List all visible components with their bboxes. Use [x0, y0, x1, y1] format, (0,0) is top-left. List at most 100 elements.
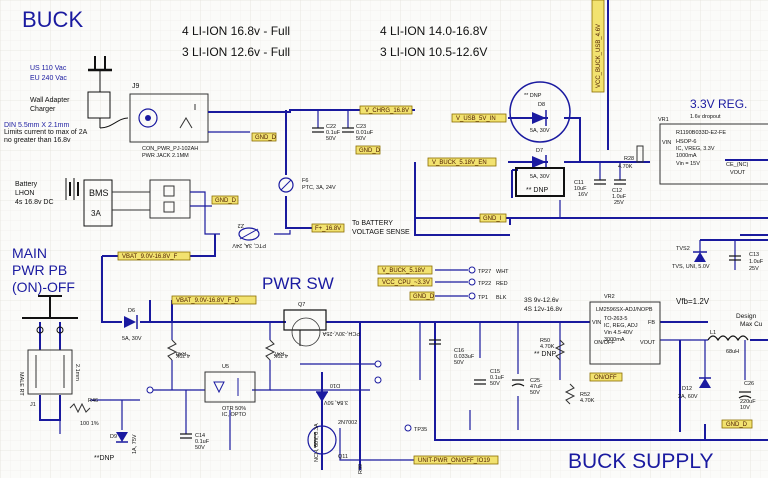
pwr-sw-title: PWR SW [262, 274, 334, 293]
test-point-tp27[interactable]: V_BUCK_5.18V TP27 WHT [377, 265, 509, 275]
net-label-vbat2[interactable]: VBAT_9.0V-16.8V_F_D [171, 295, 257, 305]
battery-label-2: LHON [15, 190, 34, 197]
vr1-sub: 1.6v dropout [690, 114, 721, 120]
buck-range-2: 4S 12v-16.8v [524, 306, 563, 313]
battery-note-1: 4 LI-ION 16.8v - Full [182, 24, 290, 38]
net-label-onoff[interactable]: ON/OFF [589, 372, 623, 382]
resistor-r28: R28 4.70K [618, 145, 644, 170]
d12-ref: D12 [682, 386, 692, 392]
capacitor-c23: C23 0.01uF 50V [342, 124, 374, 142]
r39-ref: R39 [358, 464, 364, 474]
j1-part: MALE RT [18, 372, 24, 396]
z2-desc: PTC, 3A, 24V [232, 242, 266, 248]
net-label-chrg[interactable]: V_CHRG_16.8V [359, 105, 413, 115]
test-point-tp35[interactable]: TP35 [404, 424, 427, 433]
tp27-ref: TP27 [478, 269, 491, 275]
battery-label-3: 4s 16.8v DC [15, 199, 54, 206]
tp1-net: GND_D [413, 294, 435, 300]
net-label-gnd-4[interactable]: GND_D [721, 419, 753, 429]
d10-val: 3.8A, 50V [324, 399, 348, 405]
c13-rating: 25V [749, 266, 759, 272]
diode-d10: D10 3.8A, 50V [316, 382, 348, 405]
charger-us: US 110 Vac [30, 65, 67, 72]
net-label-vbat-text: VBAT_9.0V-16.8V_F [122, 254, 178, 260]
q7-desc: PCH,-30V,-25A [322, 330, 360, 336]
diode-d6: D6 5A, 30V [122, 308, 142, 342]
tp27-color: WHT [496, 269, 509, 275]
r47-ref: R47 [274, 350, 284, 356]
main-power-switch-j1: MALE RT 2.1mm J1 [18, 295, 80, 408]
sense-note-1: To BATTERY [352, 220, 393, 227]
vr2-vin-pin: VIN [592, 320, 601, 326]
vr1-vout: VOUT [730, 170, 746, 176]
vr2-onoff-pin: ON/OFF [594, 340, 615, 346]
j1-pins: 2.1mm [74, 364, 80, 381]
c14-val: 0.1uF [195, 439, 210, 445]
net-label-gnd-2[interactable]: GND_D [355, 145, 381, 155]
capacitor-c13: C13 1.0uF 25V [729, 252, 764, 272]
vr2-vout-pin: VOUT [640, 340, 656, 346]
capacitor-c12: C12 1.0uF 25V [612, 179, 627, 206]
net-label-vbat2-text: VBAT_9.0V-16.8V_F_D [176, 298, 240, 304]
l1-ref: L1 [710, 330, 716, 336]
test-point-tp1[interactable]: GND_D TP1 BLK [409, 291, 507, 301]
net-label-unit[interactable]: UNIT-PWR_ON/OFF_IO19 [413, 455, 499, 465]
inductor-l1: L1 68uH [707, 330, 749, 355]
c23-rating: 50V [356, 136, 366, 142]
capacitor-c15: C15 0.1uF 50V [474, 369, 505, 387]
r52-ref: R52 [580, 392, 590, 398]
net-label-vbat[interactable]: VBAT_9.0V-16.8V_F [117, 251, 191, 261]
net-label-vert[interactable]: VCC_BUCK_USB_4.6V [591, 0, 605, 93]
d7-val: 5A, 30V [530, 174, 550, 180]
c26-ref: C26 [744, 381, 754, 387]
vr2-desc: IC, REG, ADJ [604, 323, 638, 329]
c15-rating: 50V [490, 381, 500, 387]
q11-ref: Q11 [338, 454, 348, 460]
c26-val: 220uF [740, 399, 756, 405]
vr2-fb-pin: FB [648, 320, 655, 326]
vr2-ref: VR2 [604, 294, 615, 300]
c25-val: 47uF [530, 384, 543, 390]
battery-label-1: Battery [15, 181, 38, 188]
bms-amps: 3A [91, 209, 101, 218]
vr1-vin-pin: VIN [662, 140, 671, 146]
net-label-gnd-1-text: GND_D [255, 135, 277, 141]
net-label-gndi[interactable]: GND_I [479, 213, 507, 223]
port-markers [146, 360, 382, 394]
net-label-buck518[interactable]: V_BUCK_5.18V_EN [427, 157, 497, 167]
r46-ref: R46 [88, 398, 98, 404]
d9-val: 1A, 75V [132, 434, 138, 454]
tp22-color: RED [496, 281, 508, 287]
test-point-tp22[interactable]: VCC_CPU_~3.3V TP22 RED [377, 277, 508, 287]
r46-val: 100 1% [80, 421, 99, 427]
q7-ref: Q7 [298, 302, 305, 308]
charger-limit-1: Limits current to max of 2A [4, 129, 88, 136]
c25-ref: C25 [530, 378, 540, 384]
buck-title: BUCK [22, 7, 83, 32]
c12-val: 1.0uF [612, 194, 627, 200]
d9-dnp: **DNP [94, 455, 115, 462]
vr2-part: LM2596SX-ADJ/NOPB [596, 307, 653, 313]
tp22-ref: TP22 [478, 281, 491, 287]
net-label-f168[interactable]: F+_16.8V [311, 223, 345, 233]
r52-val: 4.70K [580, 398, 595, 404]
wall-plug-icon [87, 56, 129, 129]
net-label-usb[interactable]: V_USB_5V_IN [451, 113, 507, 123]
c16-ref: C16 [454, 348, 464, 354]
q11-desc: NCH, 60V, 0.3A [314, 423, 320, 462]
resistor-r52: R52 4.70K [564, 383, 595, 405]
vr1-part: R1190B033D-E2-FE [676, 130, 726, 136]
u5-desc-2: IC, OPTO [222, 412, 247, 418]
net-label-gnd-1[interactable]: GND_D [251, 132, 277, 142]
vr1-ce: CE_(NC) [726, 162, 748, 168]
net-label-gnd-3[interactable]: GND_D [211, 195, 239, 205]
design-note: Design [736, 313, 757, 320]
resistor-r50: R50 4.70K ** DNP [534, 338, 566, 361]
r50-dnp: ** DNP [534, 351, 557, 358]
d7-dnp: ** DNP [526, 187, 549, 194]
tp35-ref: TP35 [414, 427, 427, 433]
tp1-ref: TP1 [478, 295, 488, 301]
net-label-f168-text: F+_16.8V [315, 226, 341, 232]
sense-note-2: VOLTAGE SENSE [352, 229, 410, 236]
